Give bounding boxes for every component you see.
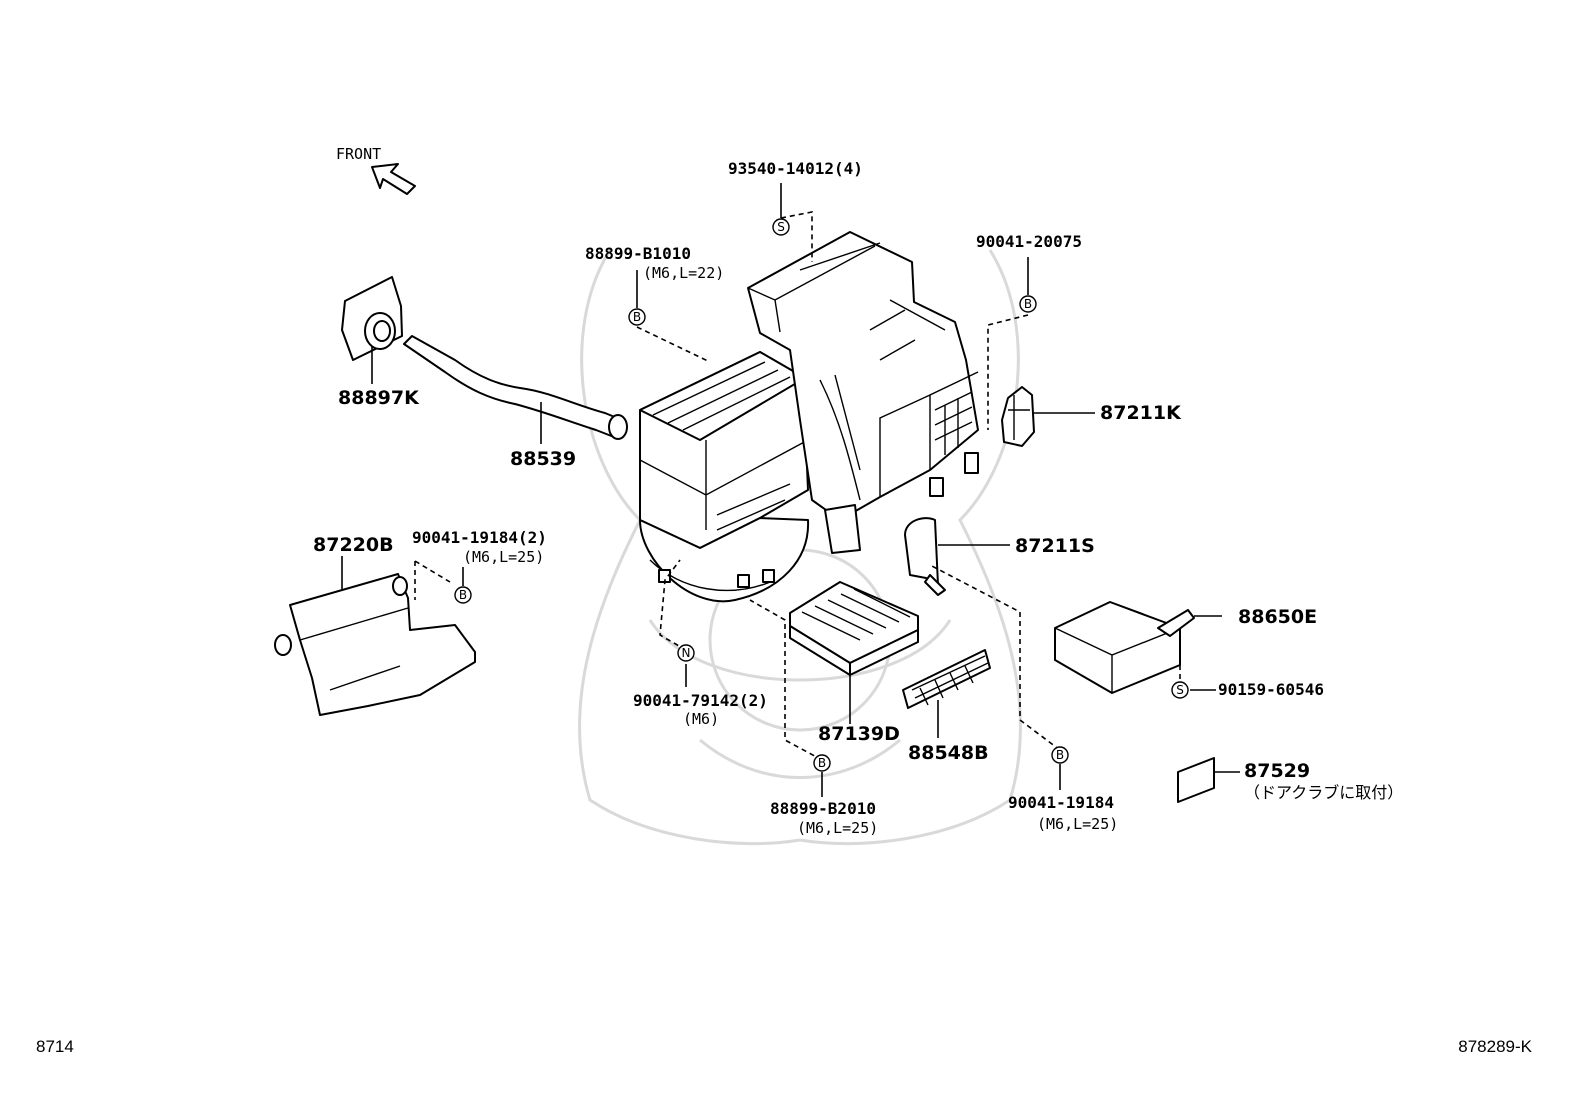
svg-text:N: N: [682, 646, 691, 660]
marker-b-90041-19184: B: [1051, 746, 1069, 764]
svg-text:B: B: [1056, 748, 1064, 762]
svg-text:B: B: [818, 756, 826, 770]
label-87139d: 87139D: [818, 723, 900, 745]
label-87529-note: （ドアクラブに取付）: [1244, 783, 1403, 802]
marker-b-88899-b2010: B: [813, 754, 831, 772]
svg-text:S: S: [777, 220, 785, 234]
marker-b-90041-19184-2: B: [454, 586, 472, 604]
label-87211s: 87211S: [1015, 535, 1095, 557]
label-90041-79142-spec: (M6): [683, 710, 719, 728]
label-88897k: 88897K: [338, 387, 420, 409]
part-87529-label: [1177, 757, 1240, 803]
part-87139d-filter: [789, 581, 919, 724]
label-88899-b2010-spec: (M6,L=25): [797, 819, 878, 837]
marker-b-88899-b1010: B: [628, 308, 646, 326]
label-87220b: 87220B: [313, 534, 394, 556]
label-93540-14012: 93540-14012(4): [728, 159, 863, 178]
label-88539: 88539: [510, 448, 576, 470]
label-88899-b1010-spec: (M6,L=22): [643, 264, 724, 282]
part-87220b-duct: [274, 556, 476, 716]
part-labels: 93540-14012(4) 88899-B1010 (M6,L=22) 900…: [313, 159, 1403, 837]
part-87211s-servo: [904, 517, 1010, 596]
label-88548b: 88548B: [908, 742, 989, 764]
label-88899-b1010: 88899-B1010: [585, 244, 691, 263]
label-90041-19184-2-spec: (M6,L=25): [463, 548, 544, 566]
marker-n-90041-79142: N: [677, 644, 695, 662]
part-88897k-grommet: [341, 276, 403, 384]
part-88650e-module: [1054, 601, 1222, 694]
svg-text:B: B: [459, 588, 467, 602]
label-90041-20075: 90041-20075: [976, 232, 1082, 251]
label-88650e: 88650E: [1238, 606, 1317, 628]
footer-right-code: 878289-K: [1458, 1037, 1532, 1056]
label-90041-19184: 90041-19184: [1008, 793, 1114, 812]
svg-text:B: B: [1024, 297, 1032, 311]
svg-text:B: B: [633, 310, 641, 324]
label-88899-b2010: 88899-B2010: [770, 799, 876, 818]
marker-s-90159: S: [1171, 681, 1189, 699]
label-90159-60546: 90159-60546: [1218, 680, 1324, 699]
label-87211k: 87211K: [1100, 402, 1182, 424]
label-87529: 87529: [1244, 760, 1310, 782]
marker-s-93540: S: [772, 218, 790, 236]
front-arrow-icon: [371, 163, 416, 195]
fastener-leaders: [414, 211, 1181, 761]
front-indicator: FRONT: [336, 145, 416, 195]
label-90041-19184-spec: (M6,L=25): [1037, 815, 1118, 833]
front-label: FRONT: [336, 145, 381, 163]
label-90041-79142: 90041-79142(2): [633, 691, 768, 710]
blower-unit: [639, 351, 810, 603]
heater-housing: [747, 231, 979, 554]
marker-b-90041-20075: B: [1019, 295, 1037, 313]
part-87211k-servo: [1001, 386, 1095, 447]
footer-left-code: 8714: [36, 1037, 74, 1056]
part-88548b-screen: [902, 649, 991, 738]
marker-leaders: [462, 183, 1216, 797]
svg-text:S: S: [1176, 683, 1184, 697]
part-88539-hose: [403, 335, 628, 444]
label-90041-19184-2: 90041-19184(2): [412, 528, 547, 547]
